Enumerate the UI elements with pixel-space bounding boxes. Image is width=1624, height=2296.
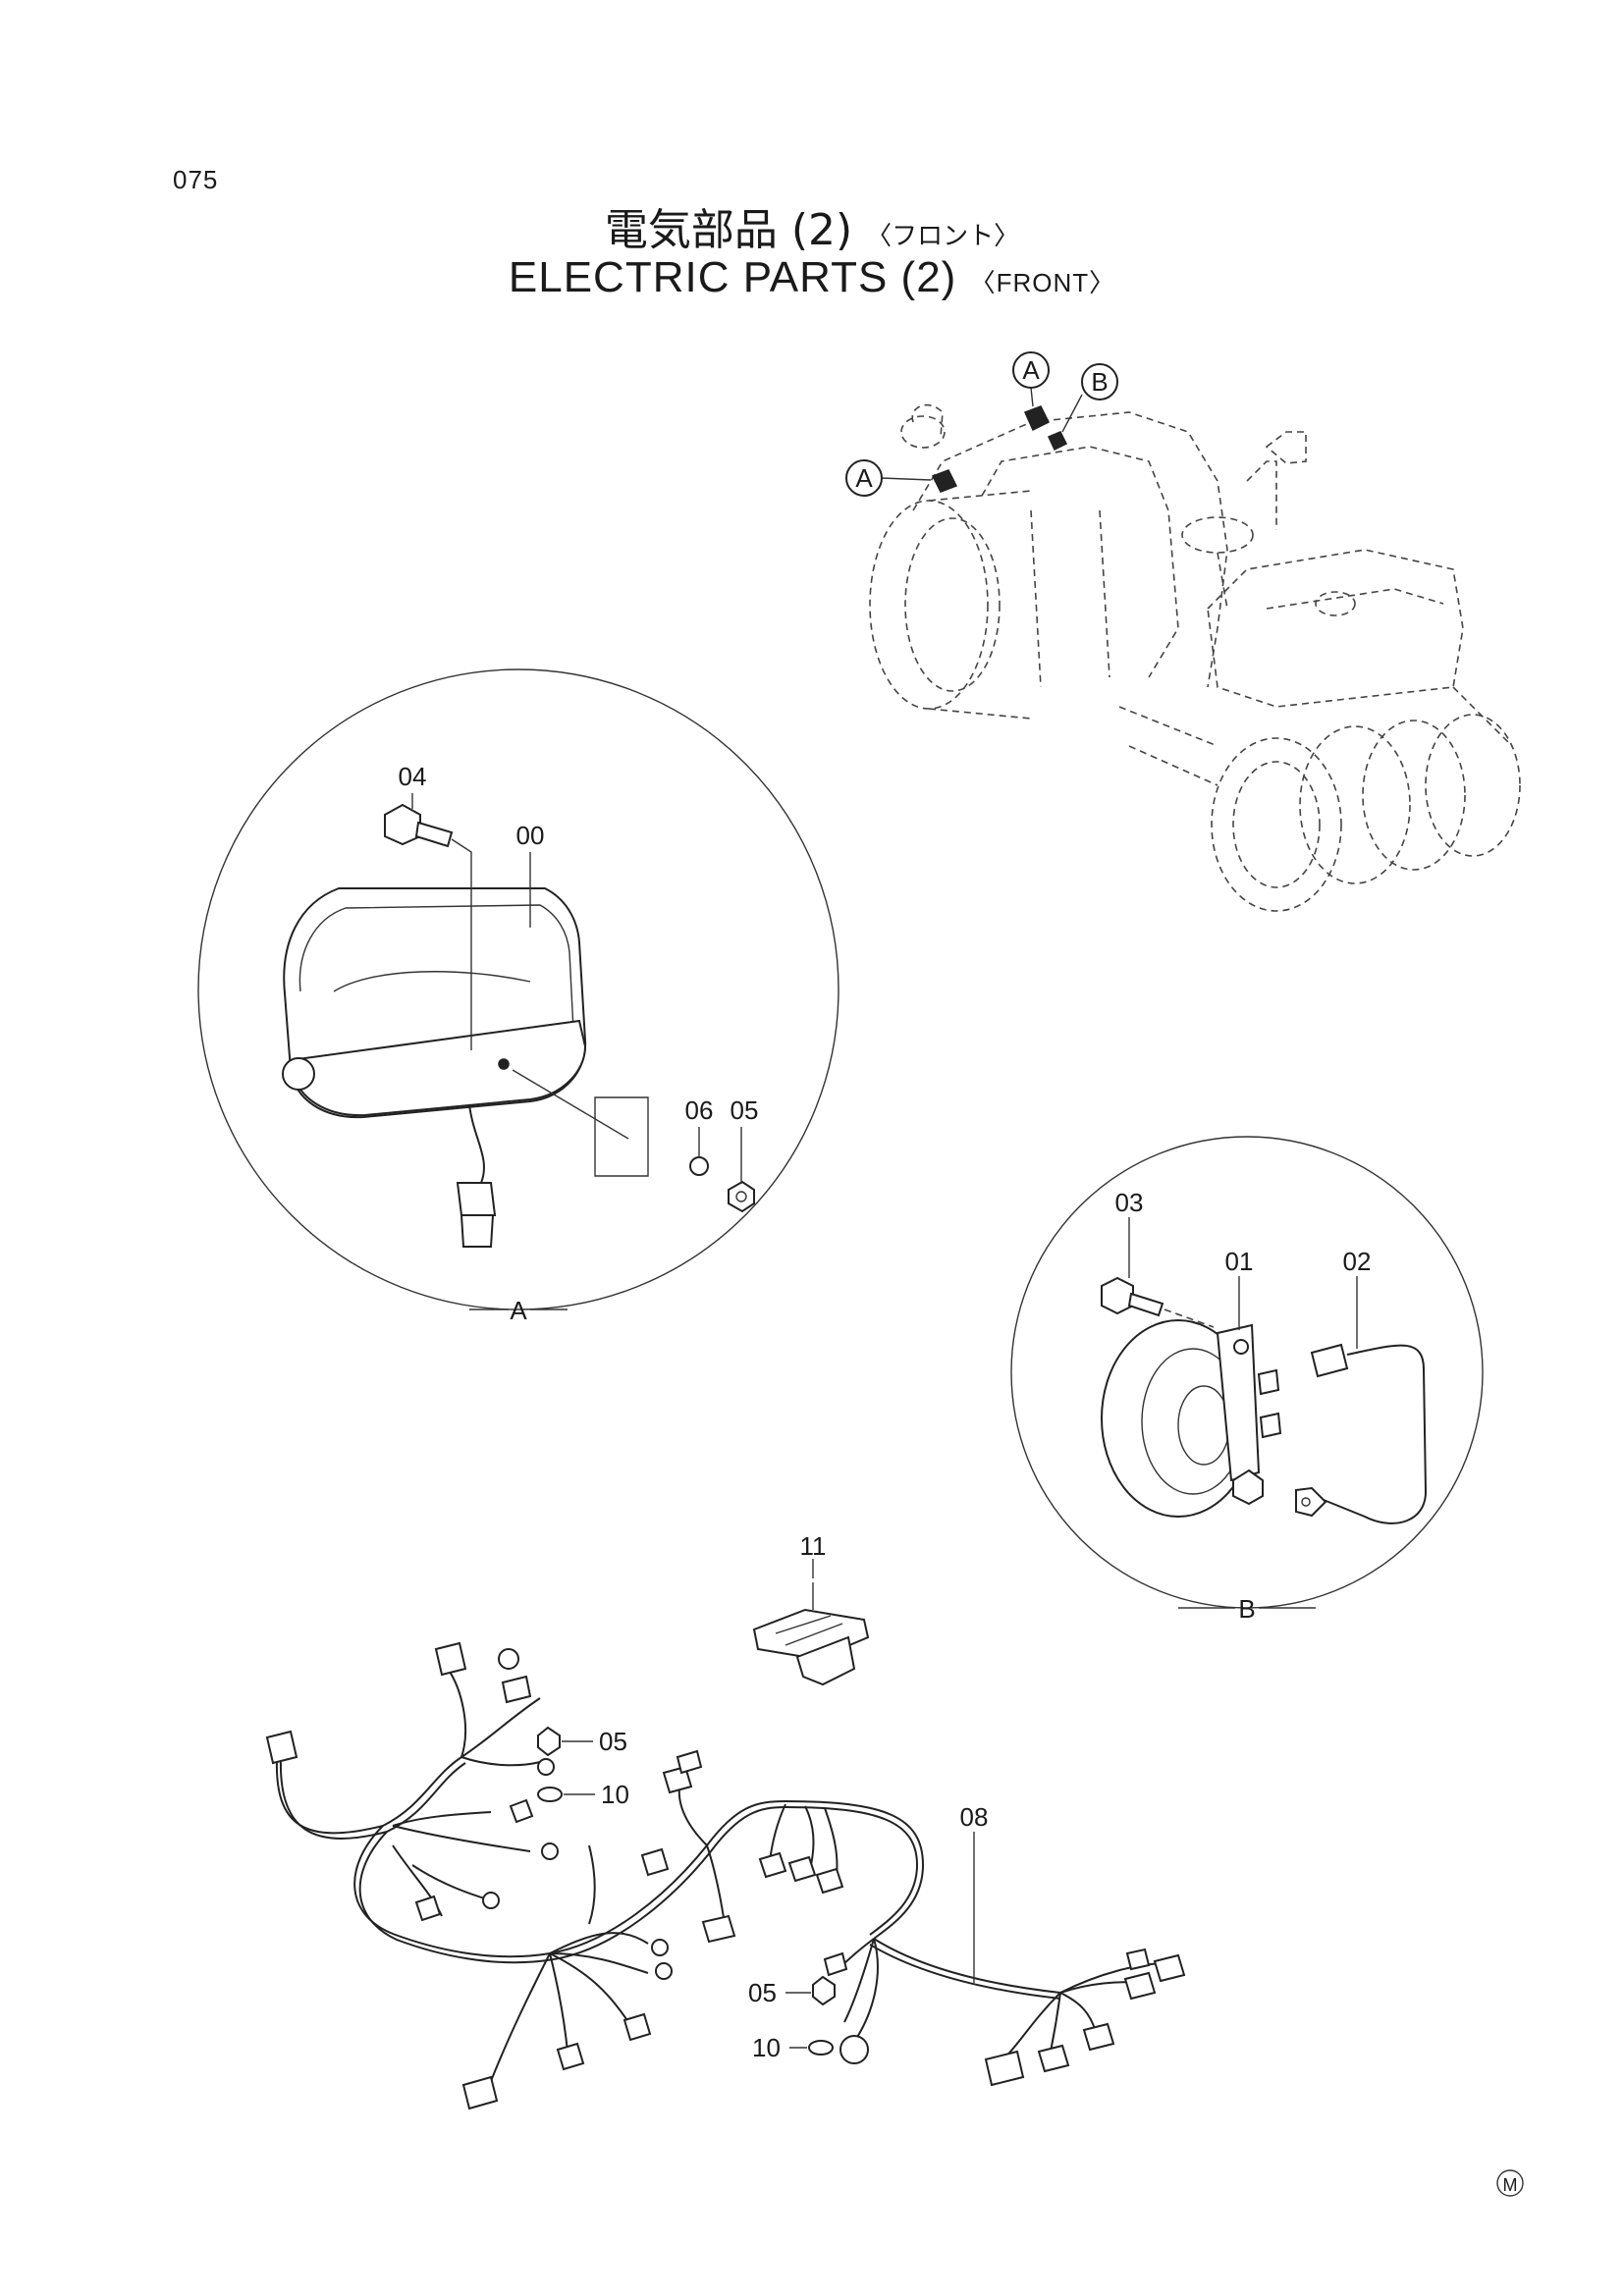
detail-label-b: B <box>1238 1594 1255 1624</box>
part-label-05-harness-upper: 05 <box>599 1727 627 1756</box>
page-title-english: ELECTRIC PARTS (2) 〈FRONT〉 <box>0 253 1624 302</box>
part-label-08: 08 <box>960 1802 989 1832</box>
part-label-05-harness-lower: 05 <box>748 1978 777 2007</box>
page-number: 075 <box>173 165 219 194</box>
callout-a-top: A <box>1022 355 1040 385</box>
detail-view-a-head-lamp <box>197 668 839 1310</box>
part-label-06: 06 <box>685 1095 714 1125</box>
part-label-00: 00 <box>516 821 545 850</box>
machine-overview-illustration <box>845 351 1521 912</box>
corner-mark: M <box>1503 2175 1518 2195</box>
part-label-01: 01 <box>1225 1247 1254 1276</box>
corner-mark-circle <box>1496 2169 1524 2197</box>
page-title-japanese: 電気部品 (2) 〈フロント〉 <box>0 194 1624 257</box>
callout-b: B <box>1091 367 1108 397</box>
part-label-10-harness-lower: 10 <box>752 2033 781 2062</box>
wiring-harness-illustration <box>265 1641 1186 2110</box>
title-en-main: ELECTRIC PARTS (2) <box>508 253 957 301</box>
title-en-sub: 〈FRONT〉 <box>969 268 1116 297</box>
part-label-03: 03 <box>1115 1188 1144 1217</box>
part-label-04: 04 <box>399 762 427 791</box>
detail-view-b-horn <box>1010 1136 1484 1609</box>
title-ja-main: 電気部品 (2) <box>604 205 853 255</box>
callout-a-side: A <box>855 463 873 493</box>
detail-label-a: A <box>510 1296 527 1325</box>
harness-clip-illustration <box>752 1559 870 1686</box>
part-label-05-lamp: 05 <box>731 1095 759 1125</box>
part-label-10-harness-upper: 10 <box>601 1780 629 1809</box>
part-label-11: 11 <box>800 1531 827 1561</box>
part-label-02: 02 <box>1343 1247 1372 1276</box>
title-ja-sub: 〈フロント〉 <box>866 222 1020 251</box>
